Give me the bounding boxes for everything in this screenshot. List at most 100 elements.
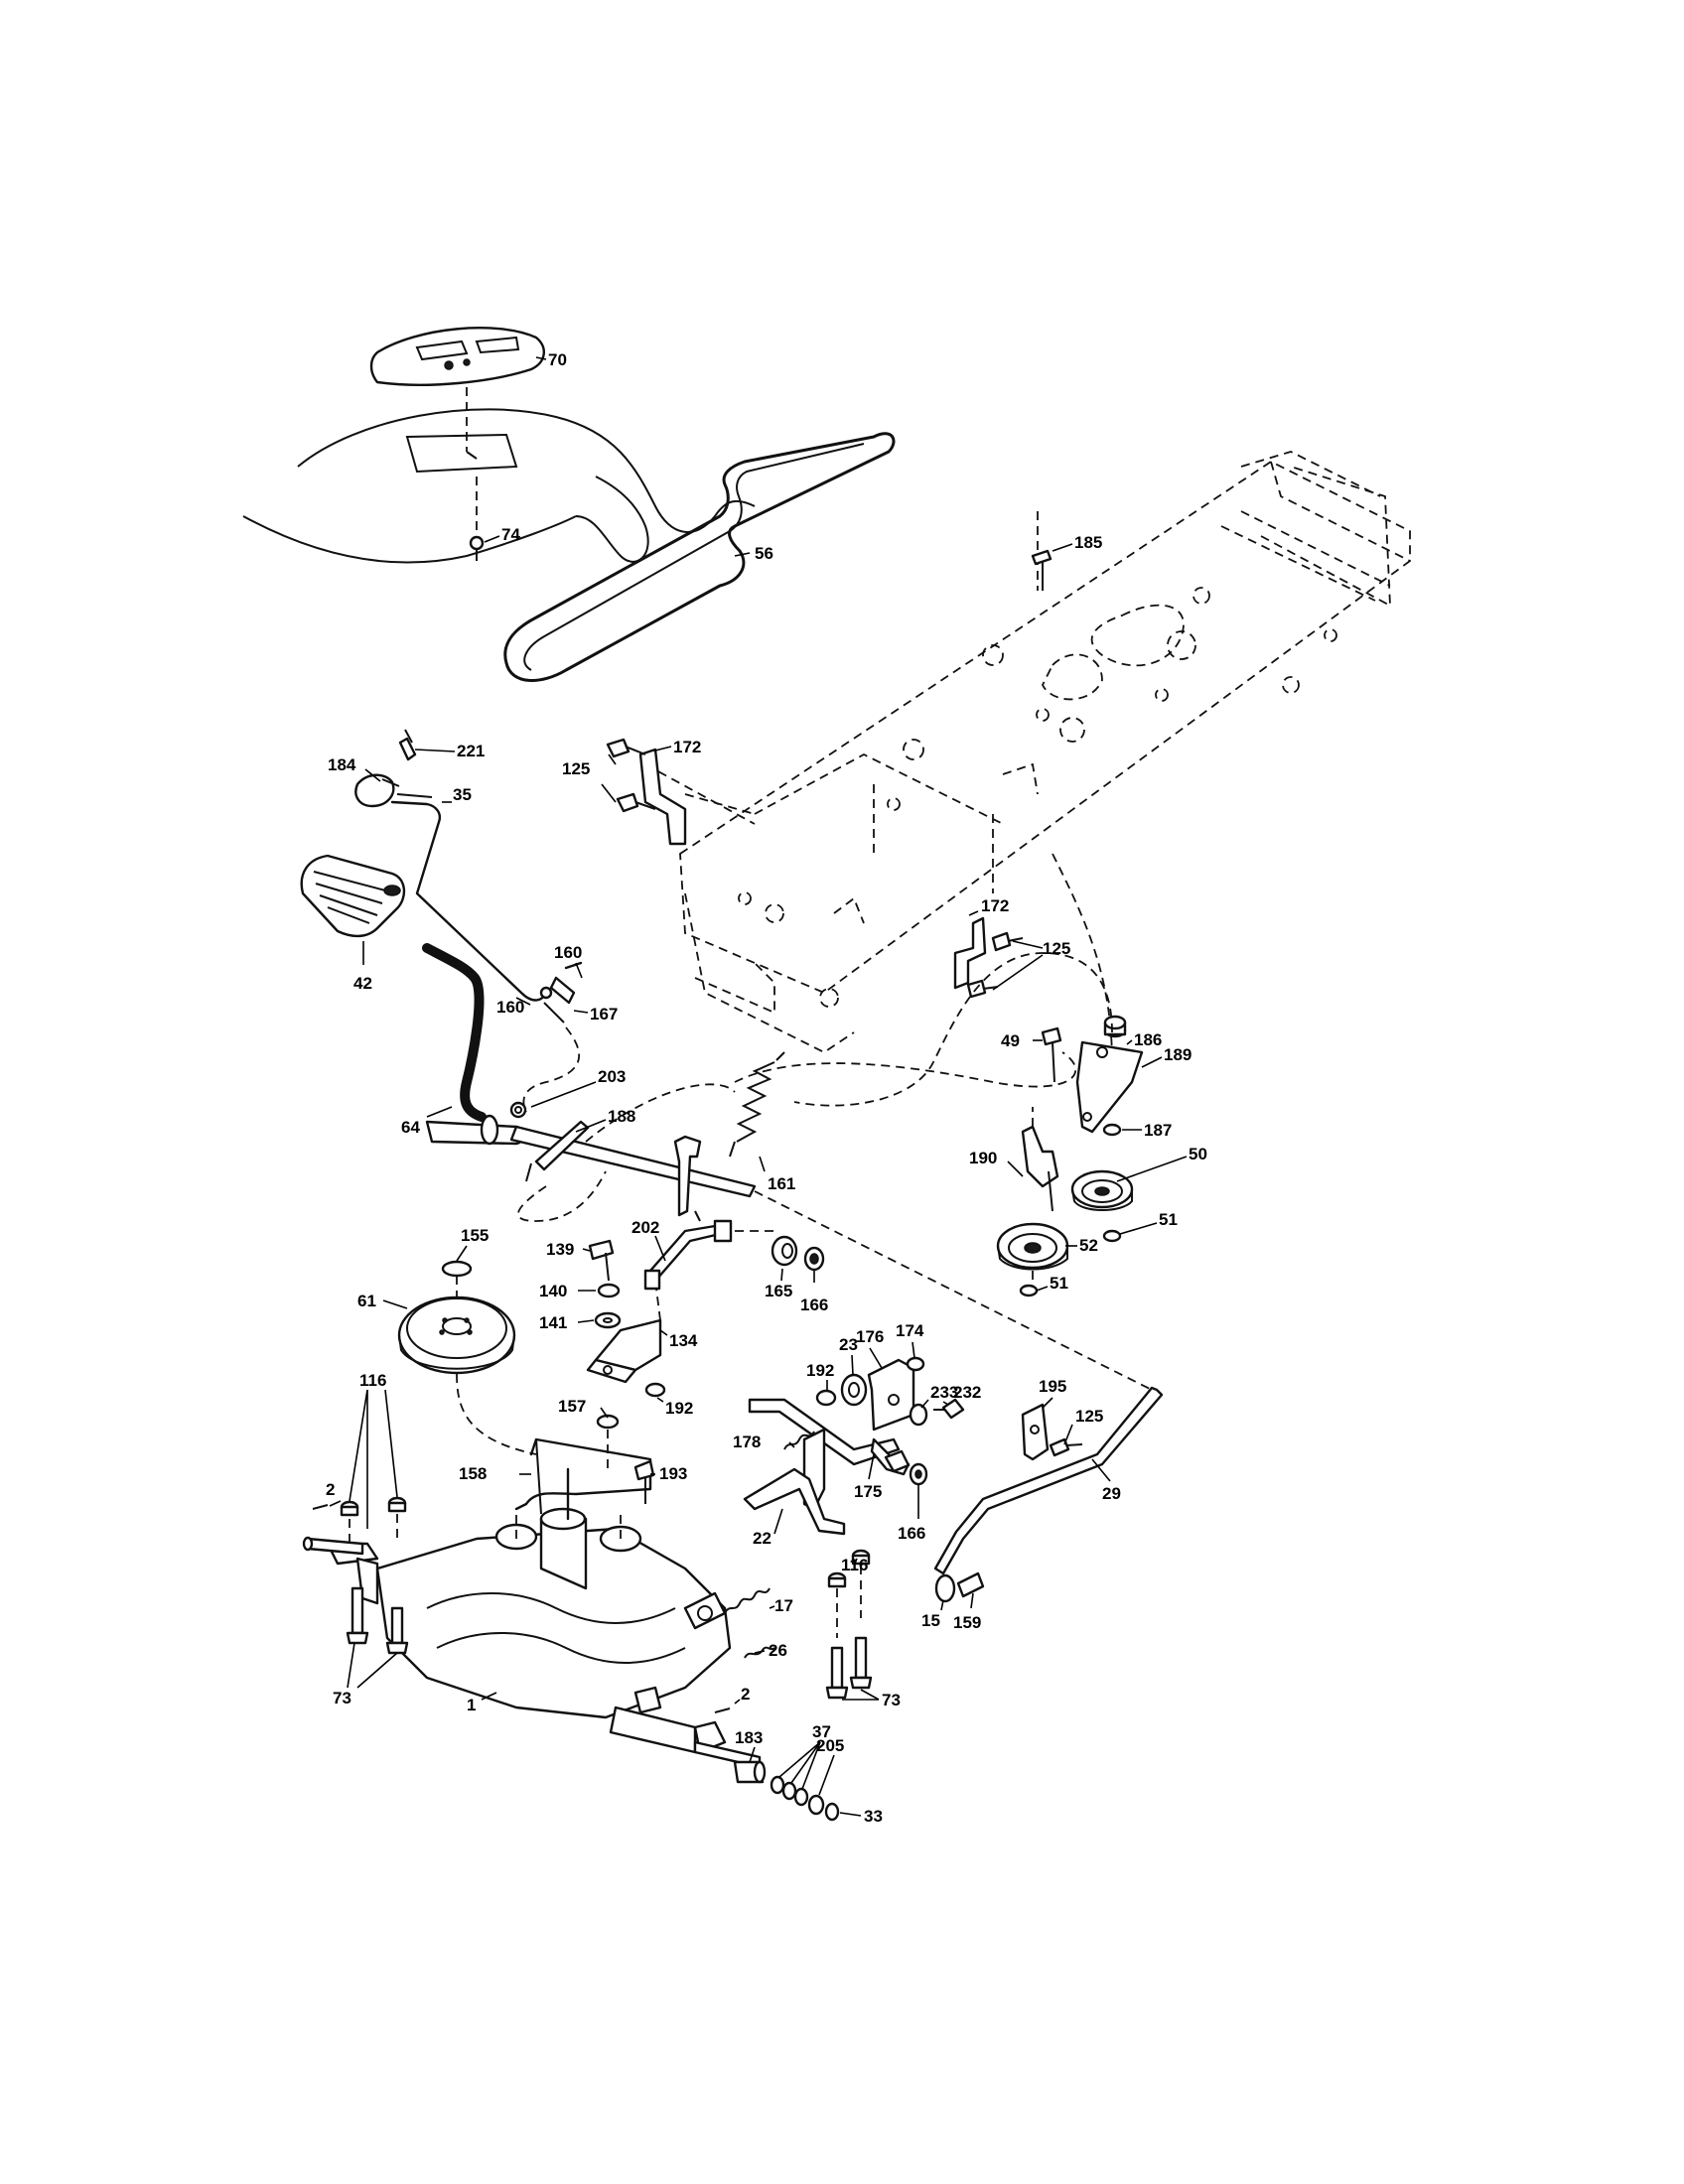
washer-166-upper <box>803 1246 825 1272</box>
callout-188: 188 <box>608 1107 635 1126</box>
callout-116b: 116 <box>841 1556 868 1574</box>
callout-193: 193 <box>659 1464 687 1483</box>
pin-2-right <box>714 1707 731 1713</box>
callout-174: 174 <box>896 1321 924 1340</box>
callout-159: 159 <box>953 1613 981 1632</box>
callout-2a: 2 <box>326 1480 335 1499</box>
callout-203: 203 <box>598 1067 626 1086</box>
axle-left <box>302 1536 364 1556</box>
callout-26: 26 <box>769 1641 787 1660</box>
frame <box>644 451 1411 1063</box>
nut-51-lower <box>1019 1284 1039 1297</box>
callout-166b: 166 <box>898 1524 925 1543</box>
callout-166a: 166 <box>800 1296 828 1314</box>
nut-51-upper <box>1102 1229 1122 1243</box>
callout-186: 186 <box>1134 1030 1162 1049</box>
callout-175: 175 <box>854 1482 882 1501</box>
callout-2b: 2 <box>741 1685 750 1704</box>
callout-165: 165 <box>765 1282 792 1300</box>
drive-belt <box>503 432 896 682</box>
callout-125c: 125 <box>1075 1407 1103 1426</box>
callout-195: 195 <box>1039 1377 1066 1396</box>
spacer-186 <box>1103 1015 1127 1038</box>
callout-184: 184 <box>328 755 356 774</box>
callout-52: 52 <box>1079 1236 1098 1255</box>
bolt-49 <box>1041 1026 1062 1083</box>
callout-233: 233 <box>930 1383 958 1402</box>
bracket-172-lower <box>953 916 987 990</box>
callout-172b: 172 <box>981 896 1009 915</box>
washer-141 <box>594 1311 622 1329</box>
washer-157 <box>596 1414 620 1469</box>
screw-193 <box>633 1459 655 1504</box>
cross-shaft-188 <box>509 1083 757 1222</box>
callout-176: 176 <box>856 1327 884 1346</box>
callout-37: 37 <box>812 1722 831 1741</box>
callout-50: 50 <box>1189 1145 1207 1163</box>
callout-51a: 51 <box>1159 1210 1178 1229</box>
callout-139: 139 <box>546 1240 574 1259</box>
washers-37 <box>770 1775 809 1807</box>
ring-155 <box>441 1260 473 1300</box>
callout-155: 155 <box>461 1226 489 1245</box>
callout-73a: 73 <box>333 1689 351 1707</box>
washer-203 <box>509 1101 527 1119</box>
callout-116a: 116 <box>359 1371 386 1390</box>
callout-17: 17 <box>774 1596 793 1615</box>
callout-167: 167 <box>590 1005 618 1024</box>
bracket-172-upper <box>638 748 756 846</box>
callout-172a: 172 <box>673 738 701 756</box>
nut-192-upper <box>815 1389 837 1407</box>
callout-134: 134 <box>669 1331 698 1350</box>
pin-2-left <box>312 1504 329 1510</box>
nut-116-left <box>340 1496 407 1549</box>
callout-202: 202 <box>632 1218 659 1237</box>
callout-125b: 125 <box>1043 939 1070 958</box>
callout-42: 42 <box>353 974 372 993</box>
nut-116-right <box>827 1549 871 1638</box>
washer-233 <box>909 1403 928 1427</box>
callout-125a: 125 <box>562 759 590 778</box>
bushing-165 <box>771 1235 798 1267</box>
callout-140: 140 <box>539 1282 567 1300</box>
bolt-139 <box>588 1239 615 1282</box>
bolt-125-upper <box>606 738 656 813</box>
callout-192b: 192 <box>665 1399 693 1418</box>
callout-15: 15 <box>921 1611 940 1630</box>
lever-22 <box>743 1467 846 1536</box>
spacer-183 <box>733 1760 767 1784</box>
callout-160b: 160 <box>496 998 524 1017</box>
callout-23: 23 <box>839 1335 858 1354</box>
rod-160-167 <box>522 961 583 1113</box>
callout-74: 74 <box>501 525 520 544</box>
callout-labels: 70 74 56 185 221 184 35 42 172 125 172 1… <box>326 350 1207 1826</box>
callout-51b: 51 <box>1050 1274 1068 1293</box>
callout-141: 141 <box>539 1313 567 1332</box>
idler-dash <box>793 952 1113 1107</box>
callout-178: 178 <box>733 1433 761 1451</box>
callout-185: 185 <box>1074 533 1102 552</box>
callout-35: 35 <box>453 785 472 804</box>
washer-166-lower <box>909 1462 928 1486</box>
nut-192-lower <box>644 1382 666 1398</box>
callout-73b: 73 <box>882 1691 901 1709</box>
callout-33: 33 <box>864 1807 883 1826</box>
bracket-134 <box>586 1280 662 1384</box>
washer-205 <box>807 1794 825 1816</box>
callout-183: 183 <box>735 1728 763 1747</box>
callout-187: 187 <box>1144 1121 1172 1140</box>
washer-187 <box>1102 1123 1122 1137</box>
bolt-73-right <box>825 1636 873 1700</box>
callout-1: 1 <box>467 1696 476 1714</box>
bolt-125-right <box>1049 1437 1083 1457</box>
callout-61: 61 <box>357 1292 376 1310</box>
callout-64: 64 <box>401 1118 420 1137</box>
spring-161 <box>729 1051 785 1158</box>
callout-22: 22 <box>753 1529 772 1548</box>
bracket-190 <box>1021 1107 1059 1212</box>
shift-rod-35 <box>390 793 553 1002</box>
callout-205: 205 <box>816 1736 844 1755</box>
knob-184 <box>354 773 400 808</box>
callout-160a: 160 <box>554 943 582 962</box>
